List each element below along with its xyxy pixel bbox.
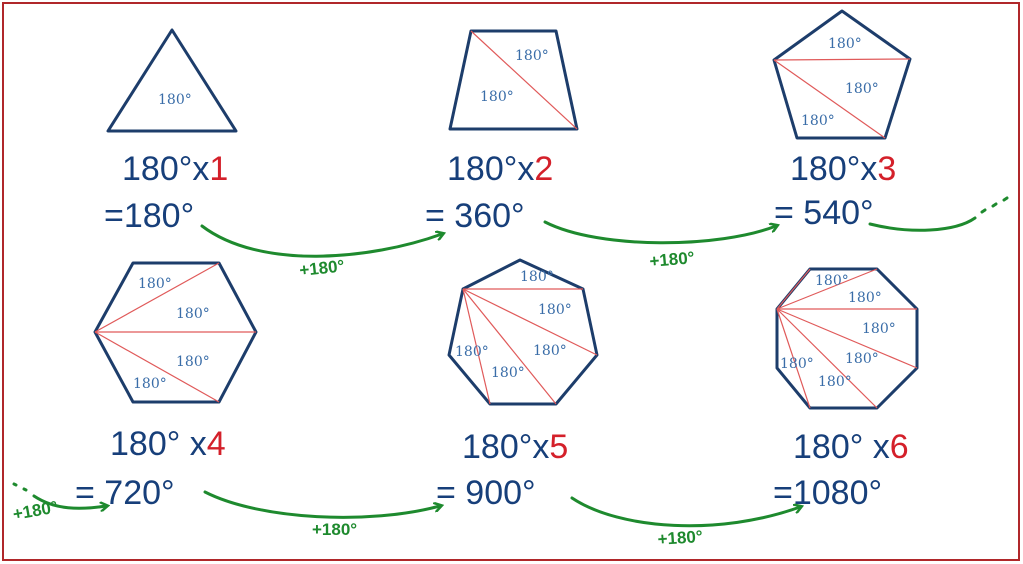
- hexagon: 180° 180° 180° 180°: [93, 261, 258, 404]
- angle-label: 180°: [515, 48, 549, 64]
- angle-label: 180°: [815, 273, 849, 289]
- svg-text:180° x6: 180° x6: [793, 428, 909, 466]
- increment-arrow: [200, 224, 442, 258]
- incoming-dots: [12, 482, 28, 492]
- svg-text:180° x4: 180° x4: [110, 425, 226, 463]
- svg-text:180°x5: 180°x5: [462, 428, 568, 466]
- increment-label: +180°: [11, 497, 59, 524]
- increment-arrow: [203, 490, 440, 519]
- formula-base: 180°x: [122, 150, 209, 188]
- angle-label: 180°: [828, 36, 862, 52]
- angle-label: 180°: [801, 113, 835, 129]
- svg-text:180°x2: 180°x2: [447, 150, 553, 188]
- svg-text:180°x1: 180°x1: [122, 150, 228, 188]
- angle-label: 180°: [176, 354, 210, 370]
- formula-result: =180°: [104, 197, 194, 235]
- svg-text:180°x3: 180°x3: [790, 150, 896, 188]
- octagon: 180° 180° 180° 180° 180° 180°: [775, 267, 919, 410]
- formula-base: 180°x: [790, 150, 877, 188]
- formula-base: 180°x: [462, 428, 549, 466]
- formula-result: =1080°: [773, 474, 882, 512]
- diagonal: [776, 308, 918, 369]
- angle-label: 180°: [138, 276, 172, 292]
- increment-label: +180°: [649, 248, 696, 271]
- heptagon-outline: [447, 258, 599, 406]
- angle-label: 180°: [848, 290, 882, 306]
- angle-label: 180°: [538, 302, 572, 318]
- diagonal: [94, 331, 220, 403]
- quadrilateral-formula: 180°x2 = 360°: [425, 150, 553, 235]
- triangle-formula: 180°x1 =180°: [104, 150, 228, 235]
- triangle-angle-label: 180°: [158, 92, 192, 108]
- increment-arrow: [570, 496, 800, 528]
- increment-label: +180°: [298, 256, 345, 280]
- formula-multiplier: 1: [209, 150, 228, 188]
- angle-label: 180°: [176, 306, 210, 322]
- pentagon: 180° 180° 180°: [772, 9, 912, 140]
- continuation-dots: [980, 196, 1009, 214]
- angle-label: 180°: [845, 81, 879, 97]
- heptagon-formula: 180°x5 = 900°: [436, 428, 568, 512]
- continuation-arrow: [868, 216, 977, 232]
- triangle: 180°: [106, 28, 238, 133]
- octagon-formula: 180° x6 =1080°: [773, 428, 909, 512]
- incoming-arrow: [32, 494, 106, 508]
- angle-label: 180°: [520, 269, 554, 285]
- formula-multiplier: 5: [549, 428, 568, 466]
- angle-label: 180°: [491, 365, 525, 381]
- formula-result: = 540°: [774, 194, 874, 232]
- diagonal: [776, 268, 878, 310]
- angle-label: 180°: [480, 89, 514, 105]
- quadrilateral-outline: [448, 29, 579, 131]
- diagonal: [776, 308, 878, 409]
- diagonal: [773, 59, 886, 139]
- diagonal: [773, 58, 911, 61]
- formula-base: 180°x: [447, 150, 534, 188]
- angle-label: 180°: [455, 344, 489, 360]
- increment-label: +180°: [657, 527, 704, 549]
- formula-multiplier: 4: [207, 425, 226, 463]
- angle-label: 180°: [845, 351, 879, 367]
- formula-base: 180° x: [110, 425, 207, 463]
- diagonal: [470, 30, 578, 130]
- heptagon: 180° 180° 180° 180° 180°: [447, 258, 599, 406]
- angle-label: 180°: [780, 356, 814, 372]
- formula-multiplier: 3: [877, 150, 896, 188]
- diagonal: [462, 288, 491, 405]
- quadrilateral: 180° 180°: [448, 29, 579, 131]
- angle-label: 180°: [818, 374, 852, 390]
- diagonal: [462, 288, 598, 356]
- diagonal: [776, 308, 811, 409]
- diagonal: [94, 262, 220, 333]
- angle-label: 180°: [533, 343, 567, 359]
- formula-result: = 720°: [75, 474, 175, 512]
- angle-label: 180°: [862, 321, 896, 337]
- angle-label: 180°: [133, 376, 167, 392]
- formula-multiplier: 6: [890, 428, 909, 466]
- increment-label: +180°: [312, 520, 357, 539]
- triangle-outline: [106, 28, 238, 133]
- diagonal: [462, 288, 557, 405]
- pentagon-outline: [772, 9, 912, 140]
- increment-arrow: [543, 220, 776, 245]
- formula-result: = 360°: [425, 197, 525, 235]
- hexagon-formula: 180° x4 = 720°: [75, 425, 226, 512]
- diagonal: [776, 268, 811, 310]
- formula-multiplier: 2: [534, 150, 553, 188]
- formula-result: = 900°: [436, 474, 536, 512]
- formula-base: 180° x: [793, 428, 890, 466]
- pentagon-formula: 180°x3 = 540°: [774, 150, 896, 232]
